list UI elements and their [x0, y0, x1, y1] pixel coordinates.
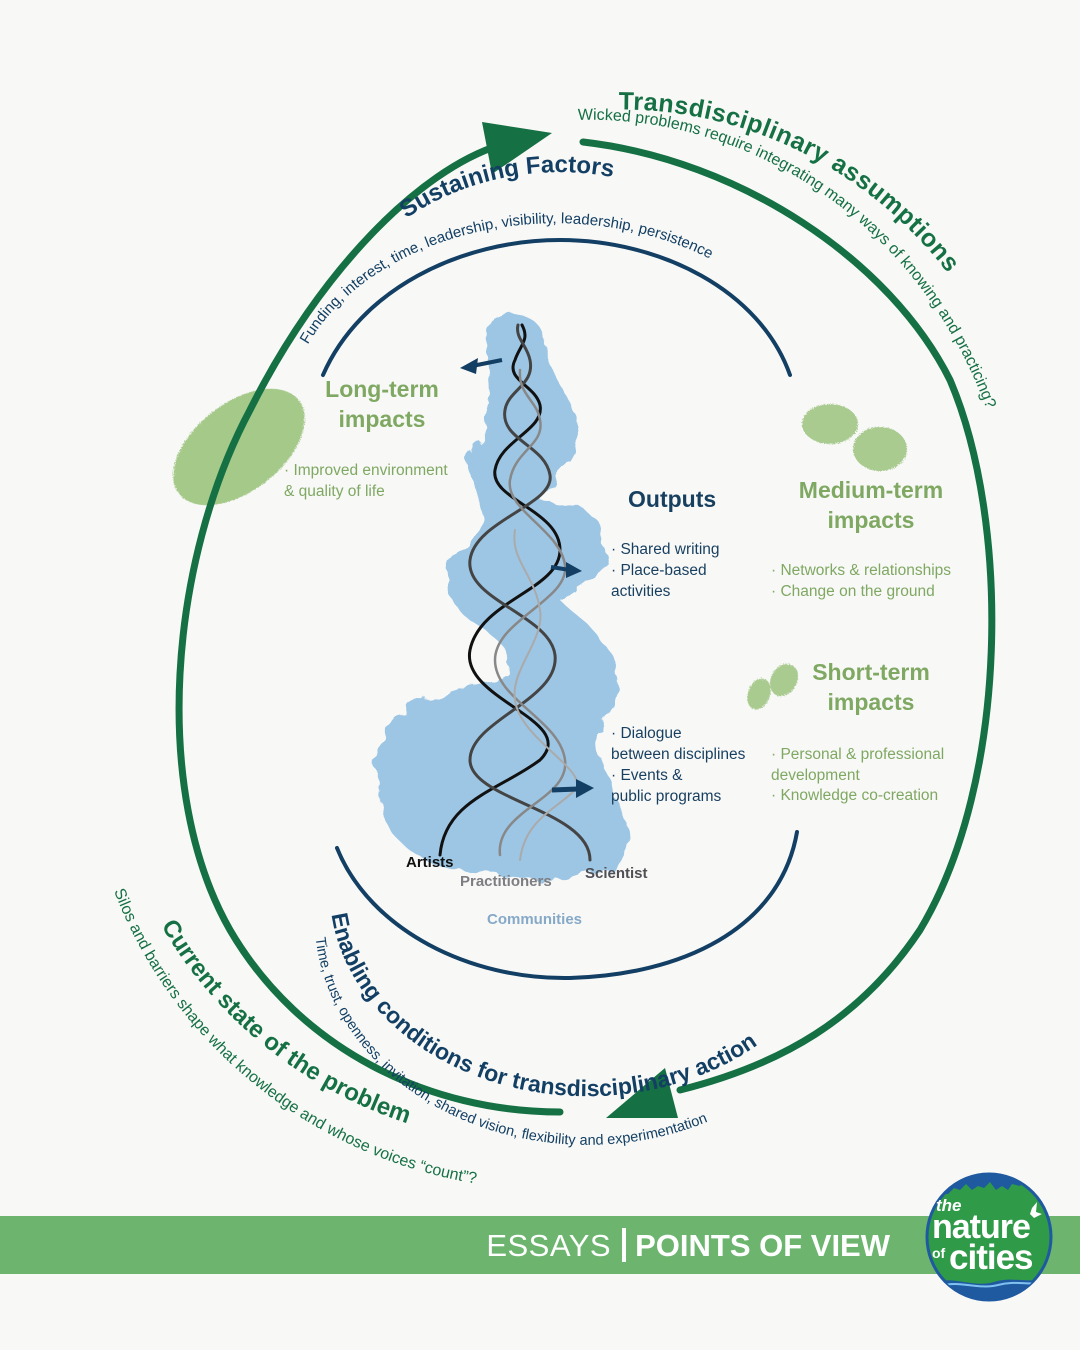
medium-term-impacts-list: · Networks & relationships · Change on t…	[771, 561, 951, 602]
actor-artists: Artists	[406, 854, 454, 871]
list-item: development	[771, 766, 860, 784]
short-term-title-line2: impacts	[827, 689, 915, 715]
helix-strands	[438, 323, 592, 862]
list-item: · Improved environment	[284, 462, 448, 479]
outputs-title: Outputs	[628, 486, 717, 512]
nature-of-cities-logo[interactable]: the nature of cities	[924, 1172, 1054, 1302]
medium-term-blob-1	[802, 404, 858, 444]
watercolor-background	[376, 314, 628, 879]
banner-category[interactable]: POINTS OF VIEW	[635, 1228, 890, 1263]
outer-ring-bottom-arrowhead	[606, 1068, 678, 1118]
strand-communities	[513, 529, 579, 861]
logo-word-cities: cities	[949, 1238, 1033, 1277]
list-item: · Events &	[611, 767, 683, 784]
short-term-blob-1	[747, 678, 771, 710]
banner-text: ESSAYS POINTS OF VIEW	[486, 1216, 890, 1274]
long-term-impacts-title: Long-term impacts	[302, 374, 462, 434]
short-term-impacts-list: · Personal & professional development · …	[771, 745, 944, 807]
outer-ring-left-arc	[175, 141, 564, 1116]
outer-ring-right-arc	[579, 138, 996, 1094]
medium-term-impacts-title: Medium-term impacts	[780, 475, 962, 535]
inner-ring-top-arc	[321, 237, 792, 377]
list-item: · Networks & relationships	[771, 562, 952, 579]
short-term-impacts-title: Short-term impacts	[790, 657, 952, 717]
medium-term-title-line1: Medium-term	[798, 477, 944, 503]
medium-term-title-line2: impacts	[827, 507, 915, 533]
short-term-title-line1: Short-term	[812, 659, 930, 685]
list-item: · Dialogue	[611, 725, 682, 742]
long-term-impacts-list: · Improved environment & quality of life	[284, 461, 448, 502]
list-item: & quality of life	[284, 482, 385, 500]
outputs-lower-list: · Dialogue between disciplines · Events …	[611, 723, 745, 807]
arrow-to-long-term-head	[460, 358, 478, 374]
inner-ring-bottom-arc	[335, 830, 799, 981]
strand-scientist	[468, 323, 592, 862]
arrow-to-dialogue-head	[576, 779, 594, 798]
medium-term-blob-2	[853, 427, 907, 471]
bird-icon	[1030, 1202, 1042, 1218]
list-item: activities	[611, 583, 671, 600]
list-item: · Shared writing	[611, 541, 720, 558]
outputs-upper-list: · Shared writing · Place-based activitie…	[611, 539, 720, 602]
list-item: · Knowledge co-creation	[771, 787, 939, 804]
actor-practitioners: Practitioners	[460, 873, 552, 890]
logo-word-of: of	[932, 1245, 946, 1261]
outer-ring-top-arrowhead	[482, 122, 552, 174]
long-term-title-line1: Long-term	[325, 376, 439, 402]
list-item: between disciplines	[611, 746, 746, 763]
list-item: · Place-based	[611, 562, 707, 579]
category-banner: ESSAYS POINTS OF VIEW	[0, 1216, 1080, 1274]
actor-scientist: Scientist	[585, 865, 648, 882]
arrow-to-dialogue-shaft	[551, 786, 579, 793]
actor-communities: Communities	[487, 911, 583, 928]
watercolor-blob	[376, 314, 628, 879]
list-item: · Change on the ground	[771, 582, 935, 600]
banner-divider	[622, 1228, 627, 1262]
list-item: public programs	[611, 788, 722, 805]
strand-practitioners	[493, 368, 567, 857]
logo-globe	[925, 1172, 1053, 1302]
long-term-blob	[173, 388, 305, 506]
list-item: · Personal & professional	[771, 746, 945, 763]
long-term-title-line2: impacts	[338, 406, 426, 432]
logo-word-the: the	[936, 1196, 962, 1215]
arrow-to-outputs-head	[566, 562, 582, 578]
short-term-blob-2	[769, 663, 799, 697]
banner-section[interactable]: ESSAYS	[486, 1228, 612, 1263]
output-arrows	[460, 358, 594, 798]
logo-word-nature: nature	[932, 1208, 1031, 1246]
